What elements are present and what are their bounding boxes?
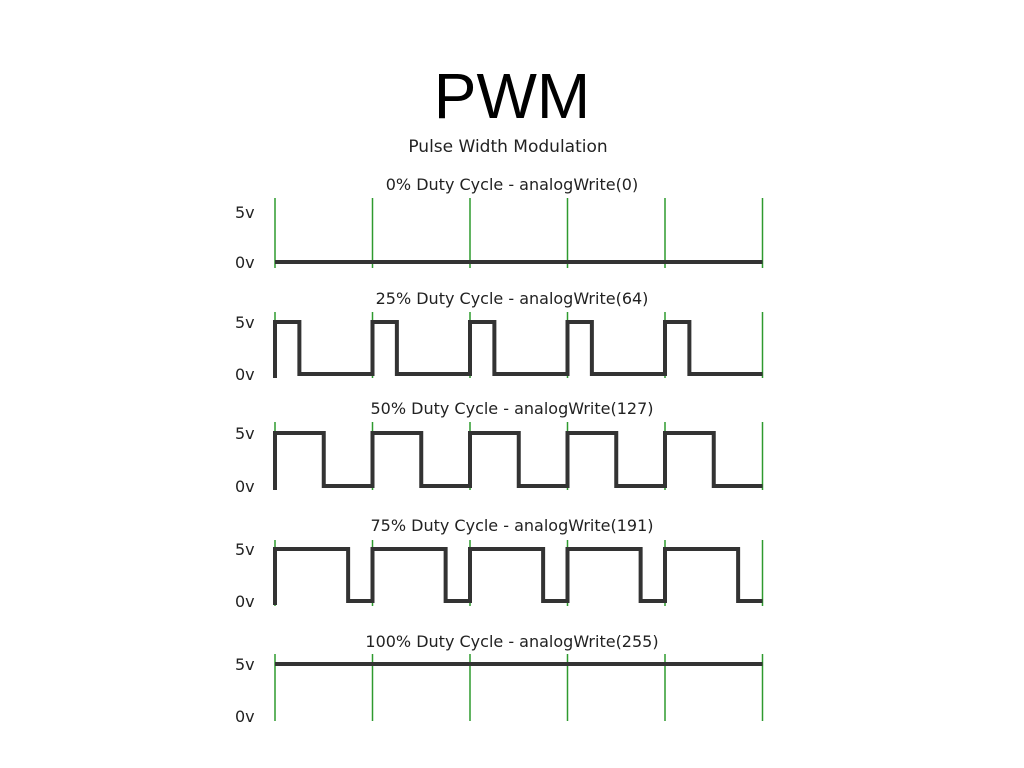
pwm-waveform [273, 431, 763, 490]
slide-title: PWM [433, 60, 591, 132]
panel-title: 50% Duty Cycle - analogWrite(127) [370, 399, 653, 418]
low-level-label: 0v [235, 592, 255, 611]
waveform-panel: 0% Duty Cycle - analogWrite(0) 5v 0v [235, 175, 764, 272]
low-level-label: 0v [235, 365, 255, 384]
high-level-label: 5v [235, 540, 255, 559]
panel-title: 0% Duty Cycle - analogWrite(0) [386, 175, 638, 194]
high-level-label: 5v [235, 203, 255, 222]
panel-title: 25% Duty Cycle - analogWrite(64) [376, 289, 649, 308]
low-level-label: 0v [235, 477, 255, 496]
low-level-label: 0v [235, 707, 255, 726]
panel-title: 100% Duty Cycle - analogWrite(255) [365, 632, 658, 651]
high-level-label: 5v [235, 655, 255, 674]
low-level-label: 0v [235, 253, 255, 272]
waveform-panel: 100% Duty Cycle - analogWrite(255) 5v 0v [235, 632, 764, 726]
waveform-panel: 50% Duty Cycle - analogWrite(127) 5v 0v [235, 399, 764, 496]
high-level-label: 5v [235, 424, 255, 443]
waveform-panel: 25% Duty Cycle - analogWrite(64) 5v 0v [235, 289, 764, 384]
diagram-subtitle: Pulse Width Modulation [408, 137, 607, 157]
pwm-waveform [273, 320, 763, 378]
high-level-label: 5v [235, 313, 255, 332]
pwm-waveform [273, 547, 763, 605]
waveform-panel: 75% Duty Cycle - analogWrite(191) 5v 0v [235, 516, 764, 611]
panel-title: 75% Duty Cycle - analogWrite(191) [370, 516, 653, 535]
